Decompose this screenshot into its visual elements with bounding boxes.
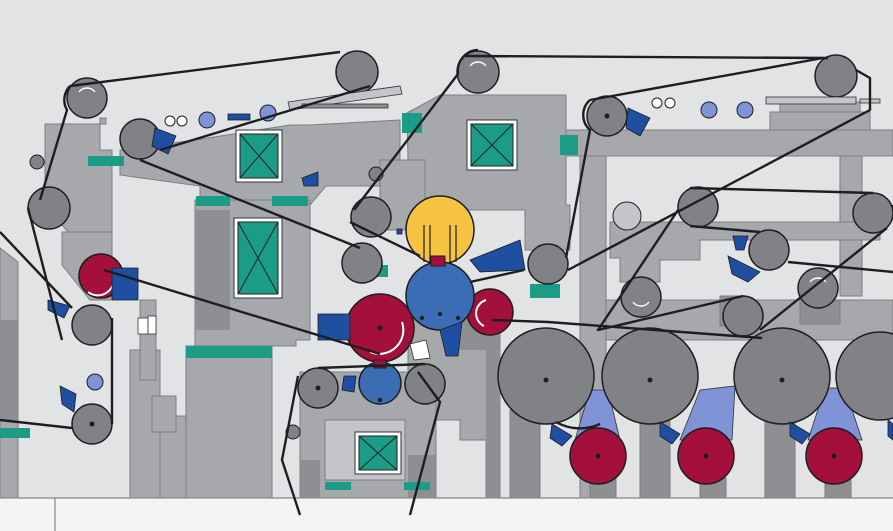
hatch-center-top: [467, 120, 517, 170]
hatch-middle-left: [234, 218, 282, 298]
hatch-upper-left: [236, 130, 282, 182]
hatch-bottom: [355, 432, 401, 474]
felt-roll-highlight: [613, 202, 641, 230]
blue-center-roll: [406, 262, 474, 330]
floor: [0, 498, 893, 531]
